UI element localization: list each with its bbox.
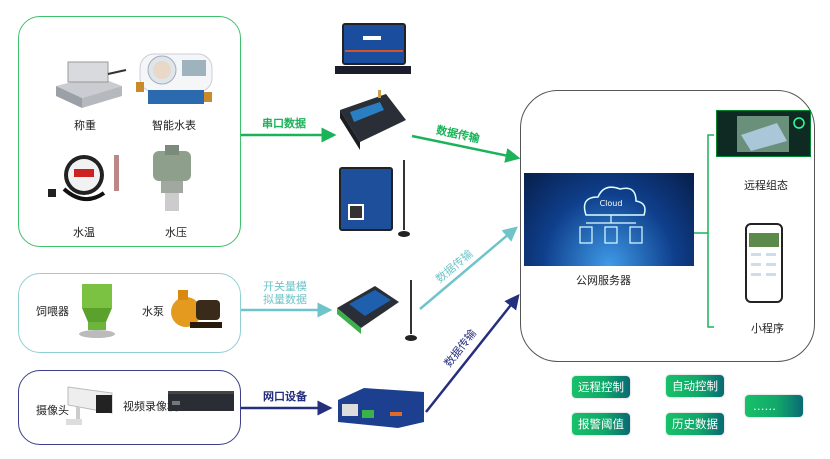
water-meter-image xyxy=(134,46,216,110)
serial-data-label: 串口数据 xyxy=(262,117,306,130)
history-data-button[interactable]: 历史数据 xyxy=(666,413,724,435)
cloud-text: Cloud xyxy=(600,199,623,208)
auto-control-button[interactable]: 自动控制 xyxy=(666,375,724,397)
network-gateway-device-image xyxy=(334,386,428,430)
server-output-label: 小程序 xyxy=(751,322,784,335)
sensor-label: 水温 xyxy=(73,226,95,239)
mini-program-phone-image xyxy=(745,223,783,303)
server-output-label: 远程组态 xyxy=(744,179,788,192)
alarm-threshold-button[interactable]: 报警阈值 xyxy=(572,413,630,435)
serial-sensor-group xyxy=(18,16,241,247)
feeder-image xyxy=(74,282,120,340)
load-cell-image xyxy=(48,56,128,110)
sensor-label: 摄像头 xyxy=(36,404,69,417)
sensor-label: 智能水表 xyxy=(152,119,196,132)
more-features-button[interactable]: …… xyxy=(745,395,803,417)
analog-data-label-line1: 开关量模 xyxy=(263,280,307,293)
sensor-label: 视频录像机 xyxy=(123,400,178,413)
video-recorder-image xyxy=(168,389,234,413)
sensor-label: 称重 xyxy=(74,119,96,132)
water-pump-image xyxy=(168,288,224,332)
lora-dtu-image xyxy=(338,160,418,240)
analog-transmit-arrow xyxy=(419,226,518,310)
io-controller-device-image xyxy=(335,272,421,344)
scada-dashboard-image xyxy=(716,110,811,157)
network-transmit-arrow xyxy=(425,294,520,413)
serial-server-device-image xyxy=(333,20,413,78)
sensor-label: 水泵 xyxy=(142,305,164,318)
server-label: 公网服务器 xyxy=(576,274,631,287)
analog-data-label-line2: 拟量数据 xyxy=(263,293,307,306)
water-pressure-image xyxy=(147,143,197,215)
camera-image xyxy=(62,383,118,431)
network-device-label: 网口设备 xyxy=(263,390,307,403)
serial-transmit-arrow xyxy=(411,134,521,163)
sensor-label: 水压 xyxy=(165,226,187,239)
cloud-server-image: Cloud xyxy=(524,173,694,266)
sensor-label: 饲喂器 xyxy=(36,305,69,318)
remote-control-button[interactable]: 远程控制 xyxy=(572,376,630,398)
serial-4g-dtu-image xyxy=(334,88,410,154)
water-temperature-image xyxy=(44,145,128,209)
